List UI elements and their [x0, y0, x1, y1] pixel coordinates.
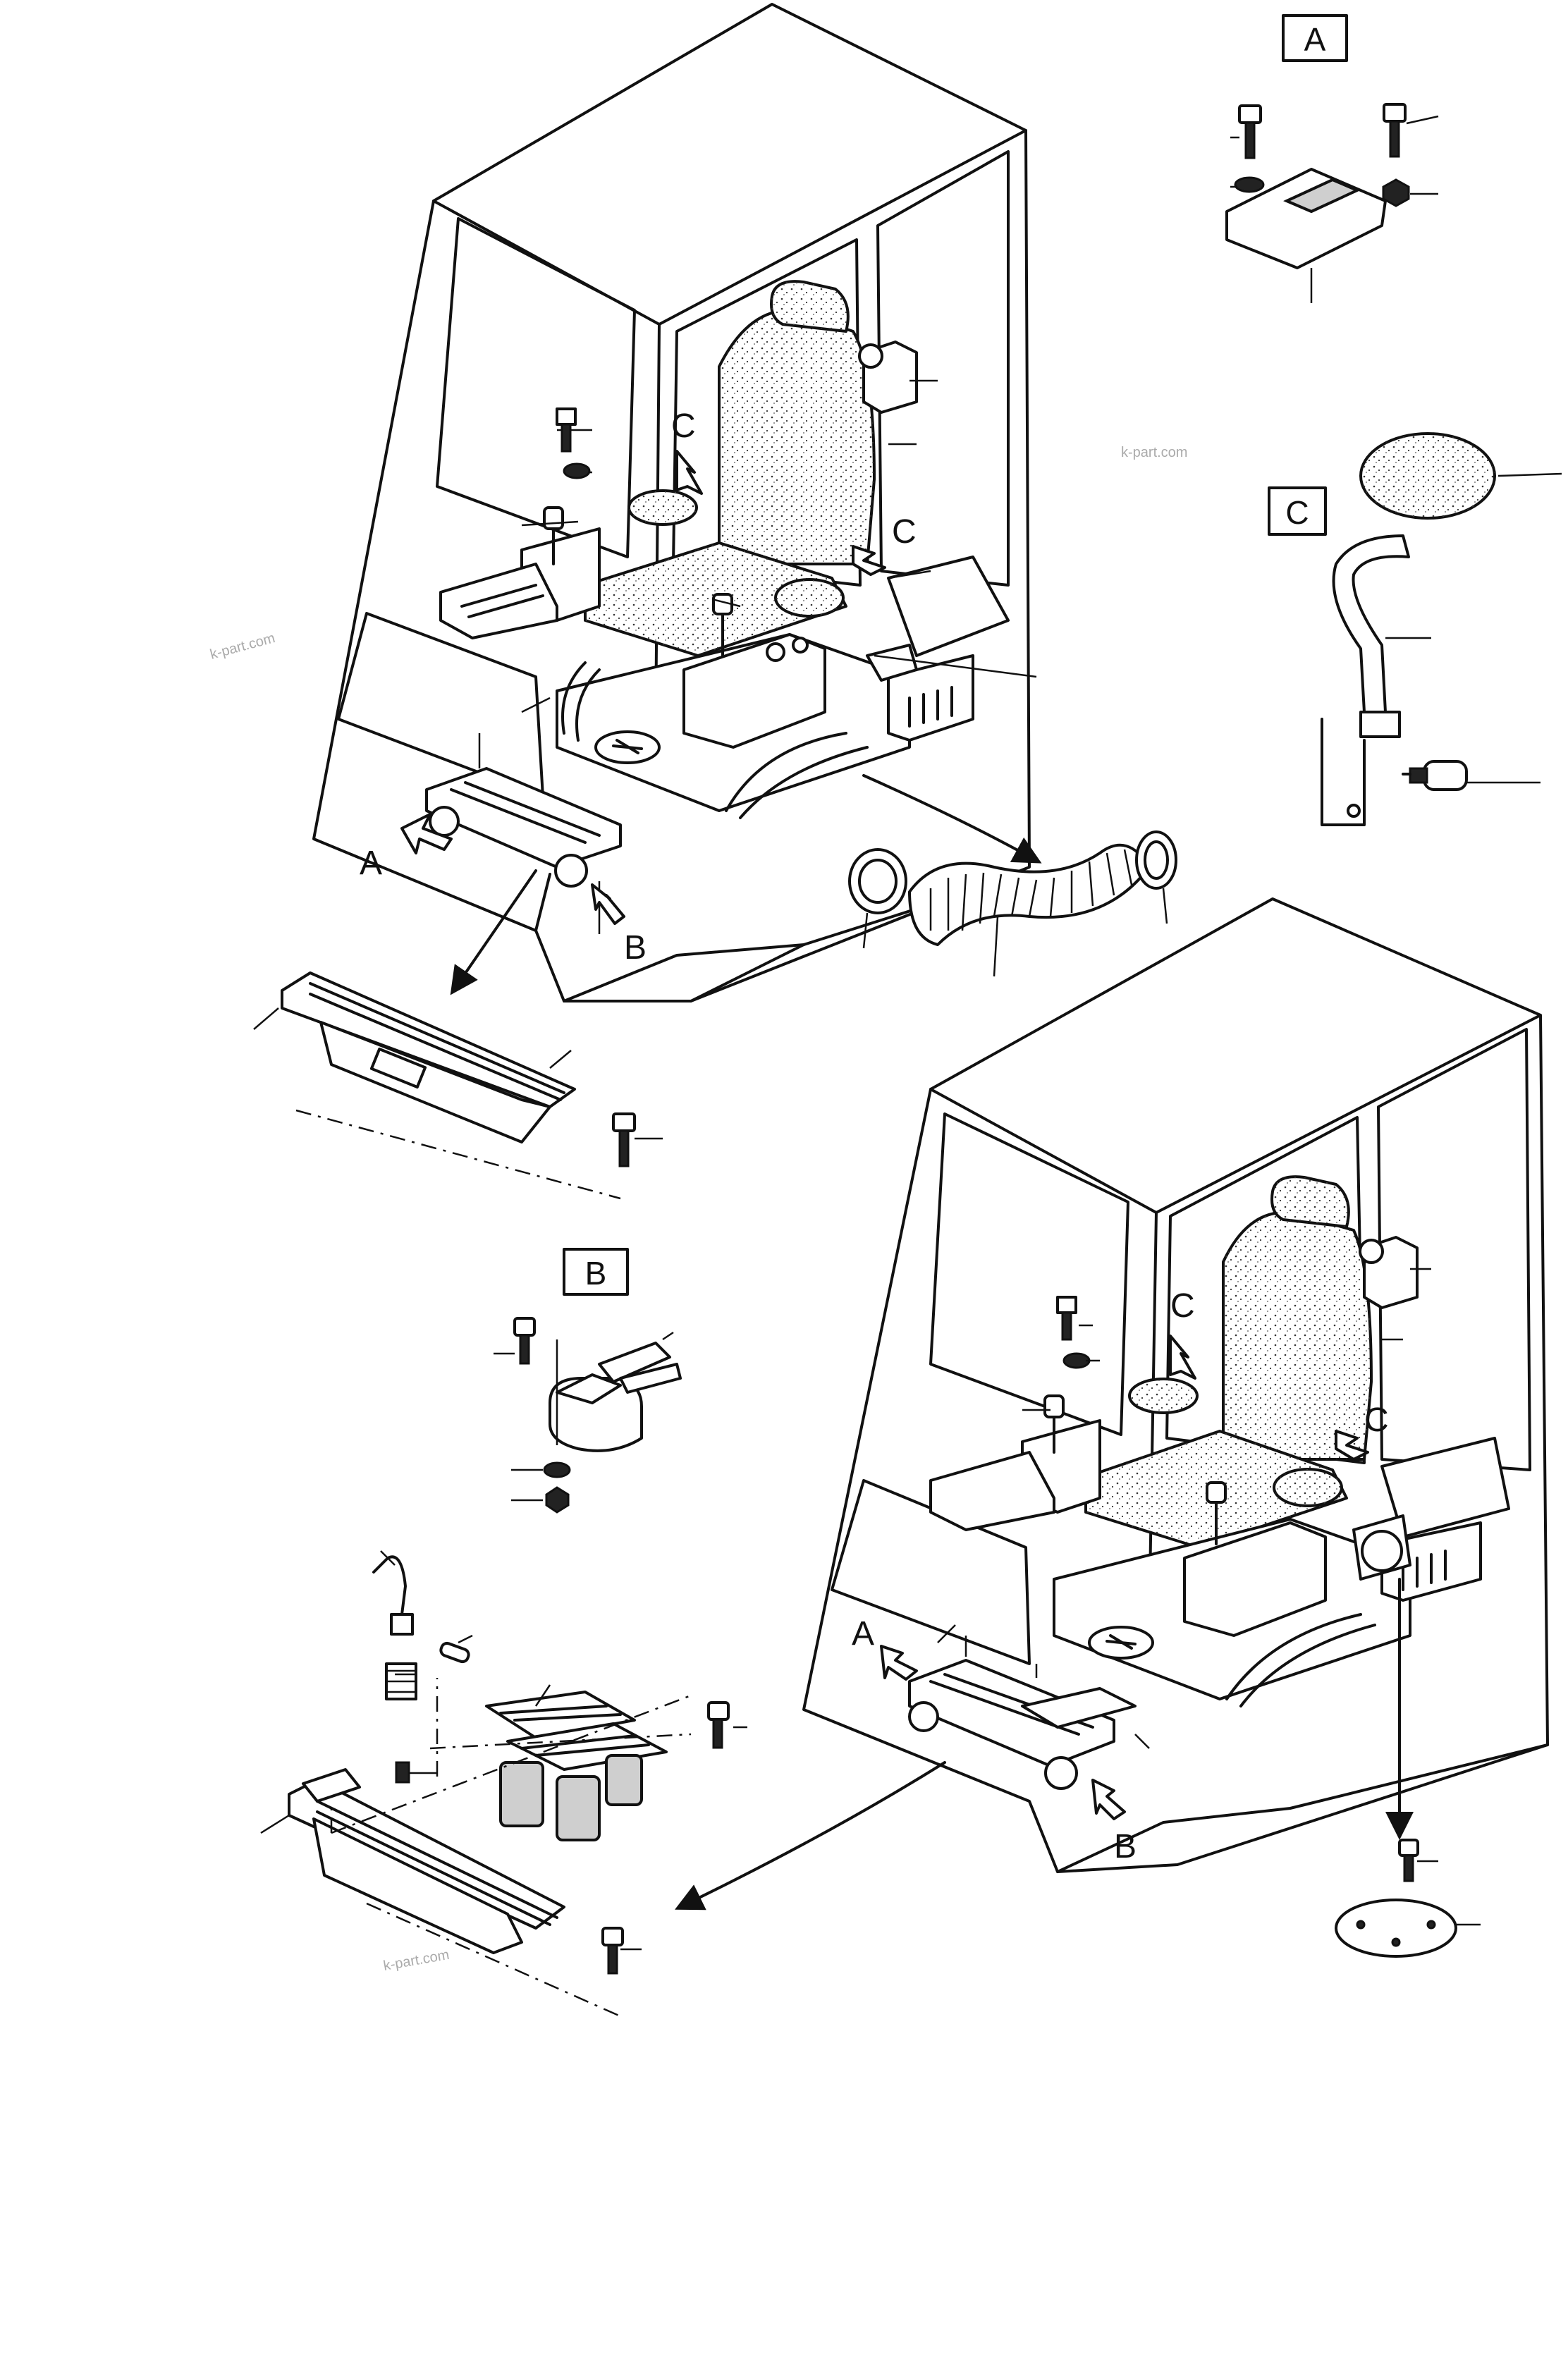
arrow-c-lower-2	[1335, 1430, 1369, 1461]
washer-icon	[563, 462, 591, 479]
arrow-a-lower	[880, 1645, 918, 1681]
arrow-b-label-upper: B	[624, 929, 647, 967]
watermark-2: k-part.com	[209, 630, 277, 663]
bolt-icon	[556, 407, 577, 453]
washer-icon	[1062, 1352, 1091, 1369]
arrow-c-label-upper-1: C	[671, 407, 696, 445]
view-b-label: B	[585, 1255, 607, 1292]
detail-a: A	[1225, 14, 1439, 303]
washer-icon	[543, 1461, 571, 1478]
nut-icon	[1382, 178, 1410, 207]
arrow-c-label-lower-2: C	[1364, 1402, 1389, 1439]
lower-pedal-detail	[260, 1550, 946, 2018]
detail-b: B	[494, 1248, 682, 1514]
upper-cab-assembly: A B C C	[312, 3, 1042, 1002]
detail-c: C	[1268, 432, 1562, 826]
step-cover-detail	[253, 869, 663, 1200]
knob-screw-icon	[1402, 760, 1468, 791]
view-c-label: C	[1285, 494, 1309, 531]
hose-detail	[848, 830, 1177, 977]
arrow-c-label-lower-1: C	[1170, 1287, 1195, 1325]
bolt-icon	[601, 1927, 624, 1975]
watermark-3: k-part.com	[382, 1947, 451, 1974]
round-cover-plate	[1335, 1899, 1457, 1958]
armrest-arm-c	[1332, 534, 1410, 713]
bolt-icon	[1056, 1296, 1077, 1341]
bolt-icon	[1383, 103, 1407, 158]
watermark-1: k-part.com	[1121, 445, 1187, 460]
pedal-group-lower	[908, 1659, 1115, 1767]
arrow-b-upper	[591, 883, 625, 925]
bolt-icon	[1398, 1839, 1419, 1882]
arrow-b-label-lower: B	[1114, 1828, 1137, 1865]
right-control-console	[682, 633, 826, 749]
bolt-icon	[612, 1112, 636, 1167]
arrow-a-label-lower: A	[852, 1615, 874, 1652]
view-a-label: A	[1304, 21, 1326, 58]
cab-frame-outer-lower	[802, 897, 1549, 1873]
arrow-c-label-upper-2: C	[892, 513, 917, 551]
view-c-box	[1268, 486, 1327, 536]
view-a-box	[1282, 14, 1348, 62]
view-b-box	[563, 1248, 629, 1296]
arrow-a-label-upper: A	[360, 845, 382, 882]
cab-front-window	[436, 217, 636, 558]
cab-roof-edge	[432, 129, 1027, 326]
cab-side-window	[672, 238, 862, 587]
arrow-c-upper-1	[675, 450, 703, 495]
bolt-icon	[513, 1317, 536, 1365]
washer-icon	[1234, 176, 1265, 193]
arrow-c-upper-2	[852, 545, 886, 576]
bolt-icon	[1238, 104, 1262, 159]
bolt-icon	[707, 1701, 730, 1749]
nut-icon	[545, 1486, 570, 1514]
lower-cab-assembly: A B C C	[802, 897, 1549, 1958]
arrow-a-upper	[400, 813, 453, 854]
arrow-c-lower-1	[1169, 1335, 1196, 1380]
arrow-b-lower	[1091, 1779, 1126, 1820]
